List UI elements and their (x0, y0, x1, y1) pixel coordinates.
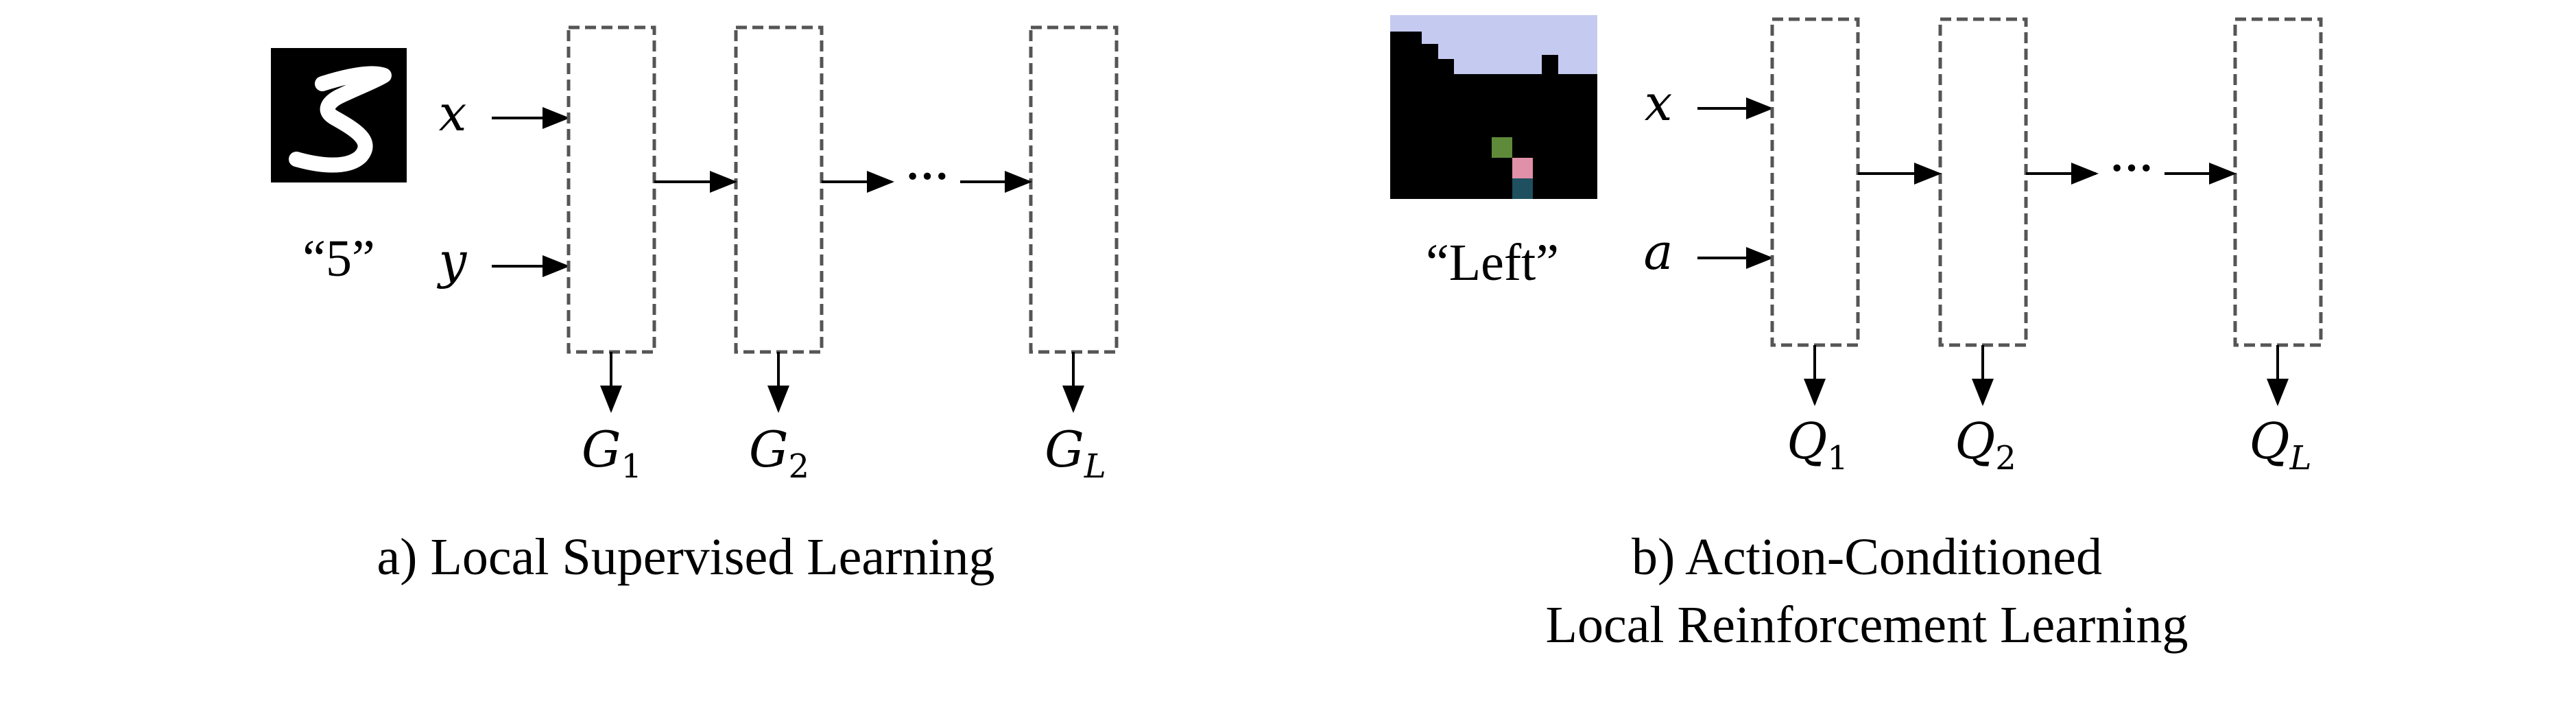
input-x-label: x (439, 84, 467, 142)
image-label-left: “Left” (1426, 234, 1559, 292)
ellipsis: ··· (905, 152, 949, 200)
caption-b-line2: Local Reinforcement Learning (1546, 596, 2189, 654)
ellipsis: ··· (2110, 143, 2154, 192)
panel-a: “5” x y ··· G1 G2 GL a) Local Supervised… (271, 25, 1119, 586)
output-QL: QL (2250, 412, 2312, 477)
layer-block-2 (1938, 17, 2028, 347)
layer-block-2 (734, 25, 824, 354)
input-y-label: y (437, 232, 468, 290)
output-Q1: Q1 (1787, 412, 1848, 477)
panel-b: “Left” x a ··· Q1 Q2 QL b) Action-Condit… (1390, 15, 2323, 654)
output-Q2: Q2 (1955, 412, 2016, 477)
output-GL: GL (1045, 421, 1106, 486)
input-x-label: x (1645, 74, 1673, 132)
output-G2: G2 (749, 421, 809, 486)
layer-block-1 (567, 25, 656, 354)
image-label-5: “5” (302, 230, 374, 287)
layer-block-L (1029, 25, 1119, 354)
game-frame-image (1390, 15, 1597, 199)
input-a-label: a (1644, 223, 1673, 281)
layer-block-L (2233, 17, 2323, 347)
caption-a: a) Local Supervised Learning (377, 528, 994, 586)
output-G1: G1 (582, 421, 642, 486)
caption-b-line1: b) Action-Conditioned (1632, 528, 2102, 586)
mnist-digit-image (271, 48, 407, 182)
layer-block-1 (1770, 17, 1860, 347)
